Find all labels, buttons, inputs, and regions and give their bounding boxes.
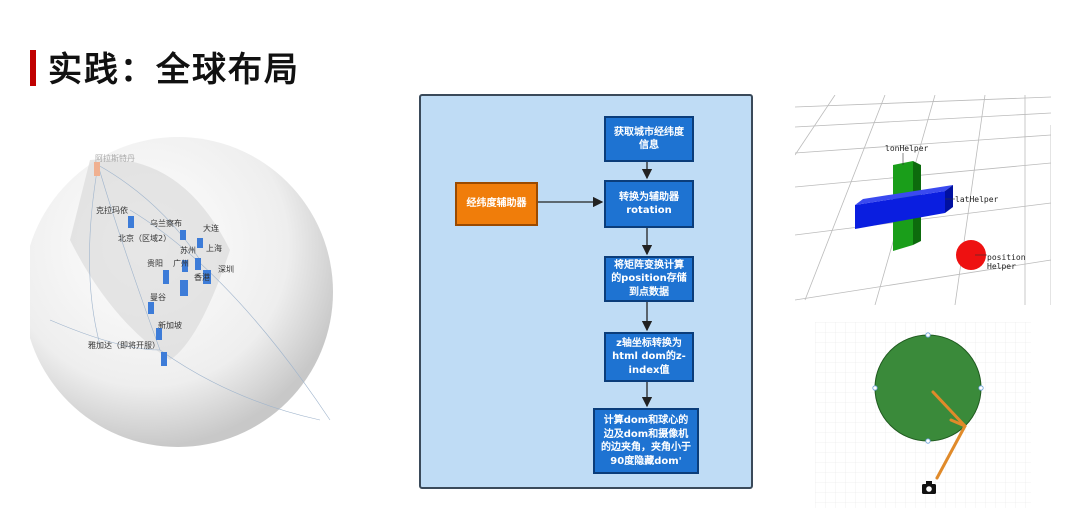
perspective-grid — [795, 95, 1051, 305]
angle-vectors — [931, 390, 967, 480]
helpers-3d-illustration: lonHelper latHelper position Helper — [795, 95, 1051, 305]
lat-helper-label: latHelper — [955, 195, 999, 204]
lat-lon-helper-box: 经纬度辅助器 — [455, 182, 538, 226]
position-helper-label-2: Helper — [987, 262, 1016, 271]
flow-arrows — [536, 160, 653, 408]
city-label: 广州 — [173, 259, 189, 268]
position-helper-label: position — [987, 253, 1026, 262]
flow-step-2: 转换为辅助器 rotation — [604, 180, 694, 228]
city-label: 贵阳 — [147, 259, 163, 268]
city-label: 北京（区域2） — [118, 234, 172, 243]
city-label: 曼谷 — [150, 293, 166, 302]
title-accent-bar — [30, 50, 36, 86]
camera-icon — [922, 481, 936, 494]
city-label: 新加坡 — [158, 321, 182, 330]
city-label: 大连 — [203, 224, 219, 233]
flow-step-3: 将矩阵变换计算的position存储到点数据 — [604, 256, 694, 302]
position-helper-sphere — [956, 240, 986, 270]
city-label: 雅加达（即将开服） — [88, 341, 160, 350]
angle-diagram — [815, 322, 1031, 508]
flowchart-panel: 获取城市经纬度信息 转换为辅助器 rotation 经纬度辅助器 将矩阵变换计算… — [419, 94, 753, 489]
page-title: 实践：全球布局 — [48, 50, 300, 90]
city-markers — [94, 162, 211, 366]
grid-3d-svg — [795, 95, 1051, 305]
globe-svg — [30, 137, 333, 447]
flow-step-4: z轴坐标转换为 html dom的z-index值 — [604, 332, 694, 382]
city-label: 克拉玛依 — [96, 206, 128, 215]
continent-shape — [70, 159, 230, 360]
angle-svg — [815, 322, 1031, 508]
lon-helper-label: lonHelper — [885, 144, 929, 153]
city-label: 阿拉斯特丹 — [95, 154, 135, 163]
globe-illustration: 阿拉斯特丹 克拉玛依 乌兰察布 大连 北京（区域2） 苏州 上海 贵阳 广州 深… — [30, 120, 340, 450]
lat-helper-bar — [855, 191, 945, 229]
city-label: 香港 — [194, 273, 210, 282]
flow-step-5: 计算dom和球心的边及dom和摄像机的边夹角，夹角小于90度隐藏dom' — [593, 408, 699, 474]
city-label: 乌兰察布 — [150, 219, 182, 228]
city-label: 深圳 — [218, 265, 234, 274]
flow-step-1: 获取城市经纬度信息 — [604, 116, 694, 162]
city-label: 上海 — [206, 244, 222, 253]
route-lines — [49, 164, 331, 421]
city-label: 苏州 — [180, 246, 196, 255]
